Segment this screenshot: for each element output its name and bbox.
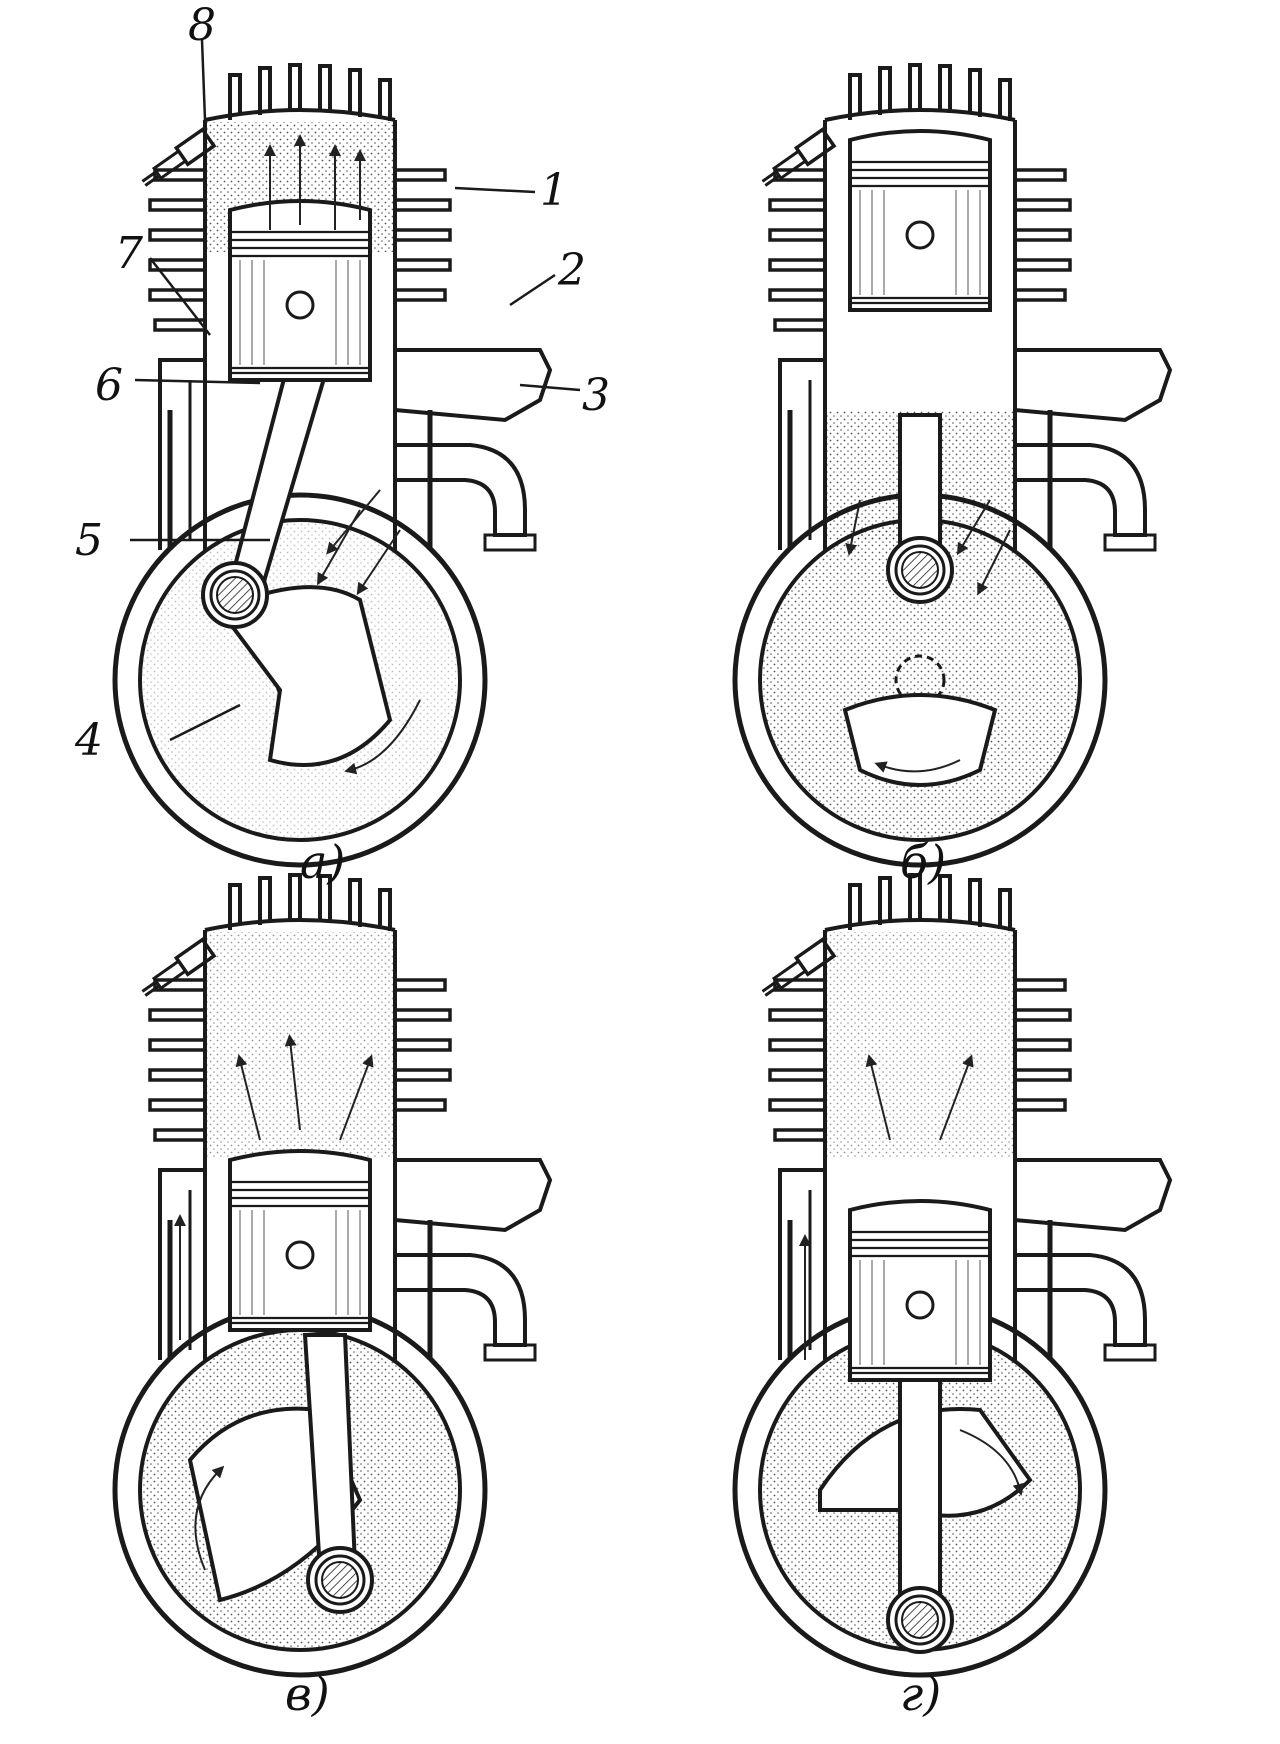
panel-b (735, 65, 1170, 865)
panel-a (115, 65, 550, 865)
callout-leaders (130, 39, 581, 742)
panel-v (115, 875, 550, 1675)
panel-g (735, 875, 1170, 1675)
